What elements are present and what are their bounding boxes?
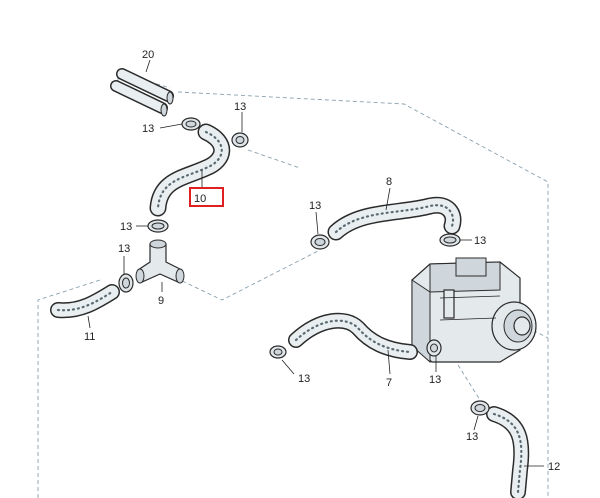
clamp-13-hose7-right — [426, 339, 442, 357]
callout-13-hose8-right: 13 — [474, 235, 486, 247]
clamp-13-middle — [147, 219, 169, 233]
clamp-13-hose12 — [470, 400, 490, 416]
clamp-13-hose8-right — [439, 233, 461, 247]
callout-12: 12 — [548, 461, 560, 473]
callout-11: 11 — [84, 331, 95, 343]
callout-13-hose12: 13 — [466, 431, 478, 443]
callout-13-hose8-left: 13 — [309, 200, 321, 212]
clamp-13-top-left — [181, 117, 201, 131]
auxiliary-heater-unit — [411, 257, 537, 364]
leader-lines — [87, 59, 544, 467]
highlight-box-10 — [189, 187, 224, 207]
callout-8: 8 — [386, 176, 392, 188]
clamp-13-hose8-left — [310, 234, 330, 250]
callout-9: 9 — [158, 295, 164, 307]
hose-7 — [288, 312, 418, 360]
callout-13-top-right: 13 — [234, 101, 246, 113]
hose-10 — [149, 123, 231, 217]
t-connector-9 — [135, 239, 185, 284]
hose-8 — [327, 196, 462, 241]
clamp-13-hose7-left — [269, 345, 287, 359]
pipe-assembly-20 — [110, 68, 174, 117]
clamp-13-left-tee — [118, 273, 134, 293]
hose-11 — [50, 284, 120, 319]
callout-7: 7 — [386, 377, 392, 389]
callout-13-middle: 13 — [120, 221, 132, 233]
callout-20: 20 — [142, 49, 154, 61]
callout-13-top-left: 13 — [142, 123, 154, 135]
callout-13-hose7-right: 13 — [429, 374, 441, 386]
callout-10: 10 — [194, 193, 206, 205]
callout-13-hose7-left: 13 — [298, 373, 310, 385]
callout-13-left-tee: 13 — [118, 243, 130, 255]
hose-12 — [486, 406, 530, 498]
clamp-13-top-right — [231, 132, 249, 148]
